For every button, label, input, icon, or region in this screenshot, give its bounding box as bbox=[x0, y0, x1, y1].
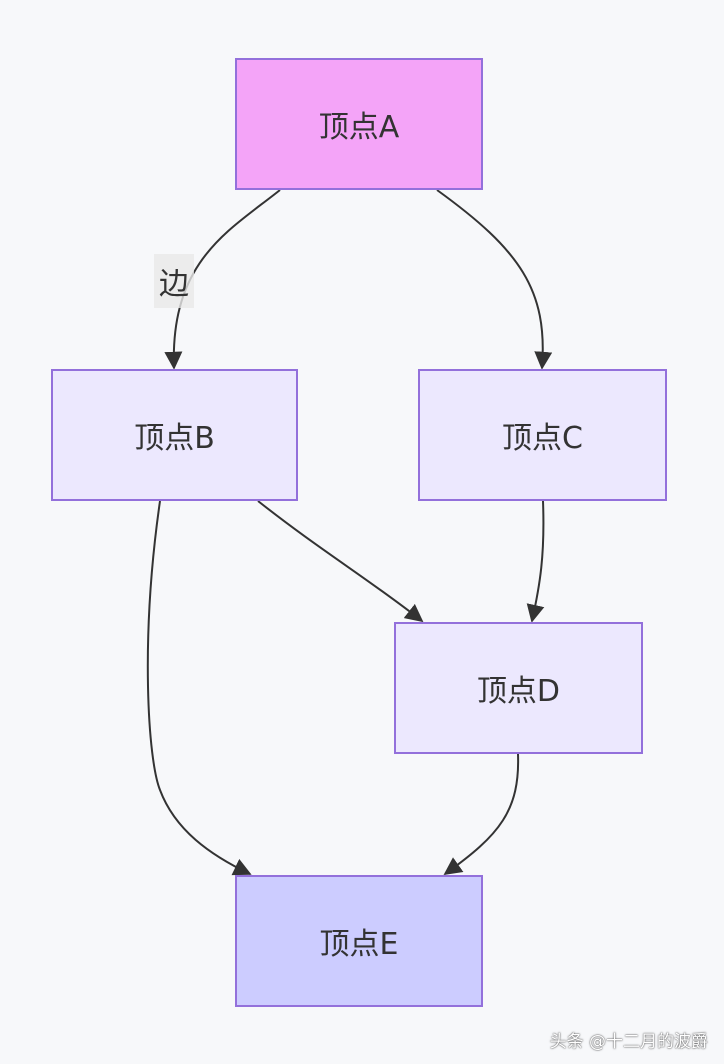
watermark: 头条 @十二月的波爵 bbox=[549, 1032, 708, 1052]
node-vertex-e[interactable]: 顶点E bbox=[235, 875, 483, 1007]
edge-label-a-b: 边 bbox=[154, 254, 194, 308]
edge-b-e bbox=[146, 500, 252, 876]
node-vertex-a[interactable]: 顶点A bbox=[235, 58, 483, 190]
edge-a-c bbox=[436, 189, 553, 370]
node-vertex-d-label: 顶点D bbox=[476, 674, 561, 709]
node-vertex-a-label: 顶点A bbox=[318, 110, 400, 145]
edge-a-b bbox=[164, 189, 281, 370]
node-vertex-c[interactable]: 顶点C bbox=[418, 369, 667, 501]
node-vertex-d[interactable]: 顶点D bbox=[394, 622, 643, 754]
node-vertex-b[interactable]: 顶点B bbox=[51, 369, 298, 501]
edge-c-d bbox=[526, 500, 545, 623]
node-vertex-b-label: 顶点B bbox=[134, 421, 215, 456]
node-vertex-e-label: 顶点E bbox=[319, 927, 399, 962]
edge-b-d bbox=[257, 500, 424, 623]
edge-d-e bbox=[443, 753, 520, 876]
node-vertex-c-label: 顶点C bbox=[502, 421, 583, 456]
